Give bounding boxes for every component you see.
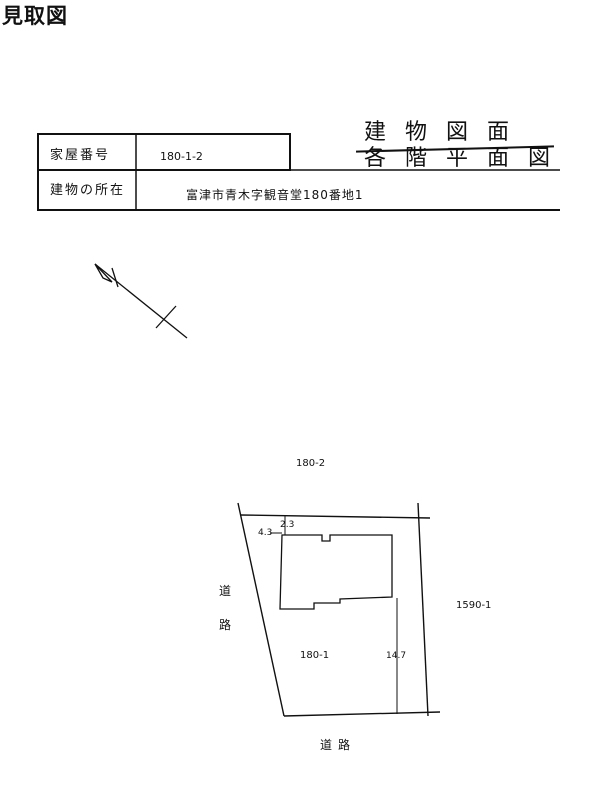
- lot-label-east: 1590-1: [456, 600, 492, 611]
- location-row-border: [37, 170, 560, 211]
- building-outline: [279, 534, 393, 610]
- dimension-top-gap: 2.3: [280, 520, 295, 530]
- location-label: 建物の所在: [50, 183, 126, 198]
- lot-label-north: 180-2: [296, 458, 326, 469]
- north-arrow-icon: [94, 263, 188, 339]
- road-label-south: 道路: [320, 738, 357, 752]
- lot-boundary-south: [283, 711, 441, 717]
- dimension-east-length: 14.7: [386, 651, 407, 661]
- road-label-west: 道路: [219, 584, 232, 632]
- lot-boundary-west: [237, 502, 285, 717]
- drawing-title: 建物図面: [364, 120, 529, 145]
- house-number-row: [37, 133, 291, 171]
- house-number-value: 180-1-2: [160, 150, 203, 163]
- dimension-west-gap: 4.3: [258, 528, 273, 538]
- location-value: 富津市青木字観音堂180番地1: [186, 188, 364, 202]
- lot-label-main: 180-1: [300, 650, 330, 661]
- house-number-label: 家屋番号: [50, 148, 111, 163]
- lot-boundary-north: [239, 514, 431, 519]
- site-plan: [237, 502, 441, 717]
- page-title: 見取図: [2, 4, 68, 28]
- lot-boundary-east: [417, 502, 429, 717]
- info-table: [37, 133, 560, 211]
